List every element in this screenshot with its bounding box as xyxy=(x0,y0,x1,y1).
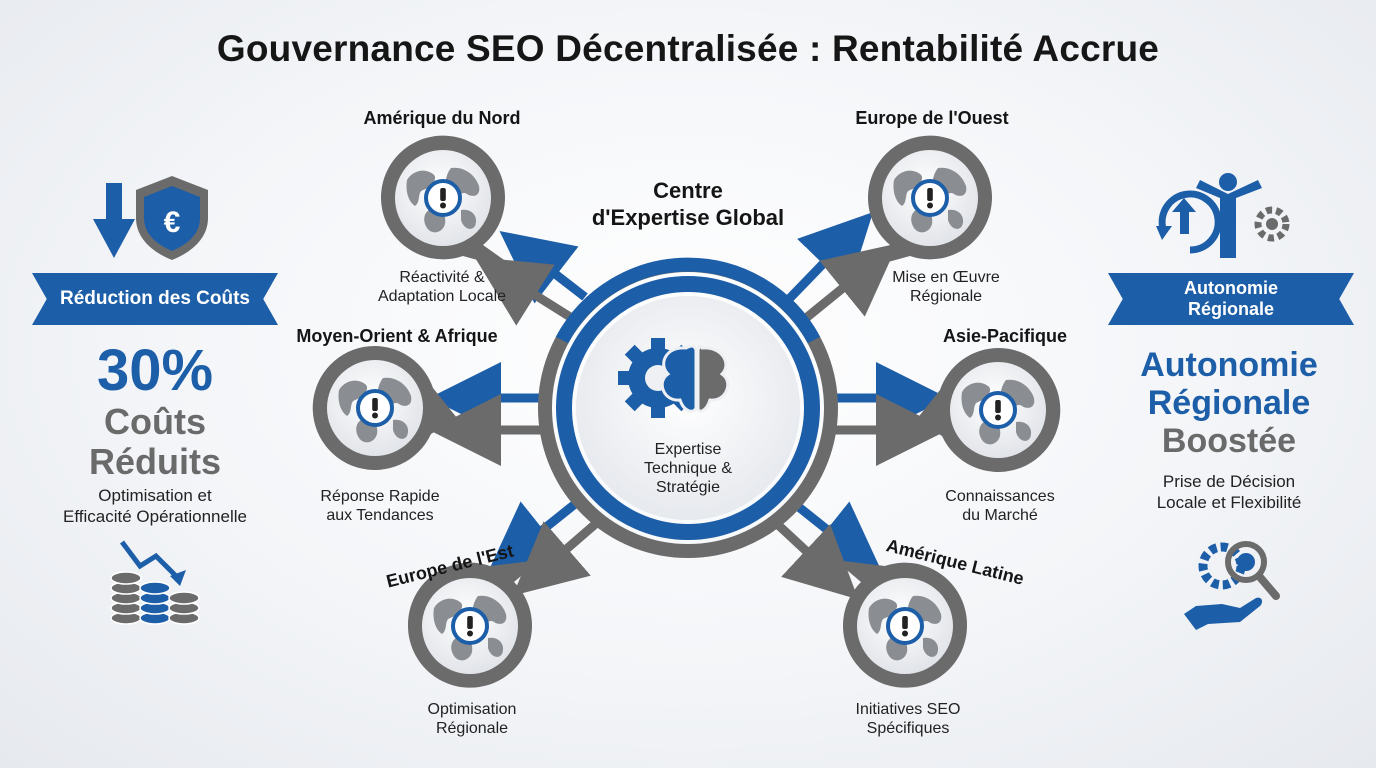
autonomy-headline-line1: Autonomie xyxy=(1140,346,1318,384)
cost-percent: 30% xyxy=(96,338,214,403)
euro-symbol: € xyxy=(164,206,181,239)
region-desc-middle-east-africa: Réponse Rapide aux Tendances xyxy=(270,487,490,525)
region-desc-line: Réponse Rapide xyxy=(320,488,440,505)
region-node-north-america xyxy=(380,135,521,272)
region-desc-line: du Marché xyxy=(962,507,1038,524)
coins-decline-icon xyxy=(110,540,200,625)
region-node-eastern-europe xyxy=(407,560,540,688)
region-desc-line: aux Tendances xyxy=(326,507,434,524)
autonomy-banner-line1: Autonomie xyxy=(1184,278,1278,298)
gear-search-hand-icon xyxy=(1184,541,1280,630)
autonomy-headline: Autonomie Régionale Boostée xyxy=(1100,346,1358,460)
autonomy-description: Prise de Décision Locale et Flexibilité xyxy=(1104,471,1354,513)
cost-label-line2: Réduits xyxy=(88,441,221,482)
region-title-western-europe: Europe de l'Ouest xyxy=(855,108,1009,128)
region-desc-western-europe: Mise en Œuvre Régionale xyxy=(836,268,1056,306)
region-desc-line: Mise en Œuvre xyxy=(892,269,1000,286)
autonomy-banner-line2: Régionale xyxy=(1187,299,1275,319)
region-desc-line: Optimisation xyxy=(427,701,517,718)
hub-desc-line3: Stratégie xyxy=(655,479,721,496)
autonomy-headline-line3: Boostée xyxy=(1161,422,1297,460)
cost-desc-line2: Efficacité Opérationnelle xyxy=(63,507,247,526)
hub-title-line1: Centre xyxy=(653,178,723,203)
cost-desc-line1: Optimisation et xyxy=(98,486,212,505)
region-desc-latin-america: Initiatives SEO Spécifiques xyxy=(798,700,1018,738)
hub-description: Expertise Technique & Stratégie xyxy=(588,440,788,497)
cost-reduction-banner: Réduction des Coûts xyxy=(32,273,278,325)
autonomy-desc-line1: Prise de Décision xyxy=(1162,472,1296,491)
region-desc-line: Régionale xyxy=(435,720,509,737)
region-desc-line: Adaptation Locale xyxy=(377,288,507,305)
connector-arrows xyxy=(429,212,948,600)
region-node-latin-america xyxy=(835,560,968,688)
region-desc-line: Spécifiques xyxy=(866,720,950,737)
hub-desc-line2: Technique & xyxy=(643,460,733,477)
person-growth-icon xyxy=(1156,173,1290,258)
gear-brain-icon xyxy=(618,338,730,418)
region-node-western-europe xyxy=(852,135,993,272)
cost-label-line1: Coûts xyxy=(104,401,206,442)
autonomy-banner: Autonomie Régionale xyxy=(1108,273,1354,325)
region-desc-eastern-europe: Optimisation Régionale xyxy=(362,700,582,738)
region-title-middle-east-africa: Moyen-Orient & Afrique xyxy=(296,326,498,346)
region-desc-north-america: Réactivité & Adaptation Locale xyxy=(332,268,552,306)
region-desc-asia-pacific: Connaissances du Marché xyxy=(880,487,1120,525)
down-arrow-icon xyxy=(93,183,135,258)
page-title: Gouvernance SEO Décentralisée : Rentabil… xyxy=(216,28,1160,69)
cost-description: Optimisation et Efficacité Opérationnell… xyxy=(30,485,280,527)
euro-shield-icon: € xyxy=(136,176,208,260)
autonomy-desc-line2: Locale et Flexibilité xyxy=(1156,493,1302,512)
hub-desc-line1: Expertise xyxy=(654,441,722,458)
region-desc-line: Initiatives SEO xyxy=(855,701,961,718)
region-node-asia-pacific xyxy=(916,347,1061,472)
region-desc-line: Connaissances xyxy=(945,488,1055,505)
region-title-north-america: Amérique du Nord xyxy=(363,108,521,128)
region-desc-line: Régionale xyxy=(909,288,983,305)
hub-title-line2: d'Expertise Global xyxy=(591,205,785,230)
cost-label: Coûts Réduits xyxy=(40,402,270,482)
hub-title: Centre d'Expertise Global xyxy=(558,177,818,231)
region-title-asia-pacific: Asie-Pacifique xyxy=(942,326,1068,346)
region-node-middle-east-africa xyxy=(312,345,457,470)
region-desc-line: Réactivité & xyxy=(399,269,485,286)
autonomy-headline-line2: Régionale xyxy=(1147,384,1311,422)
